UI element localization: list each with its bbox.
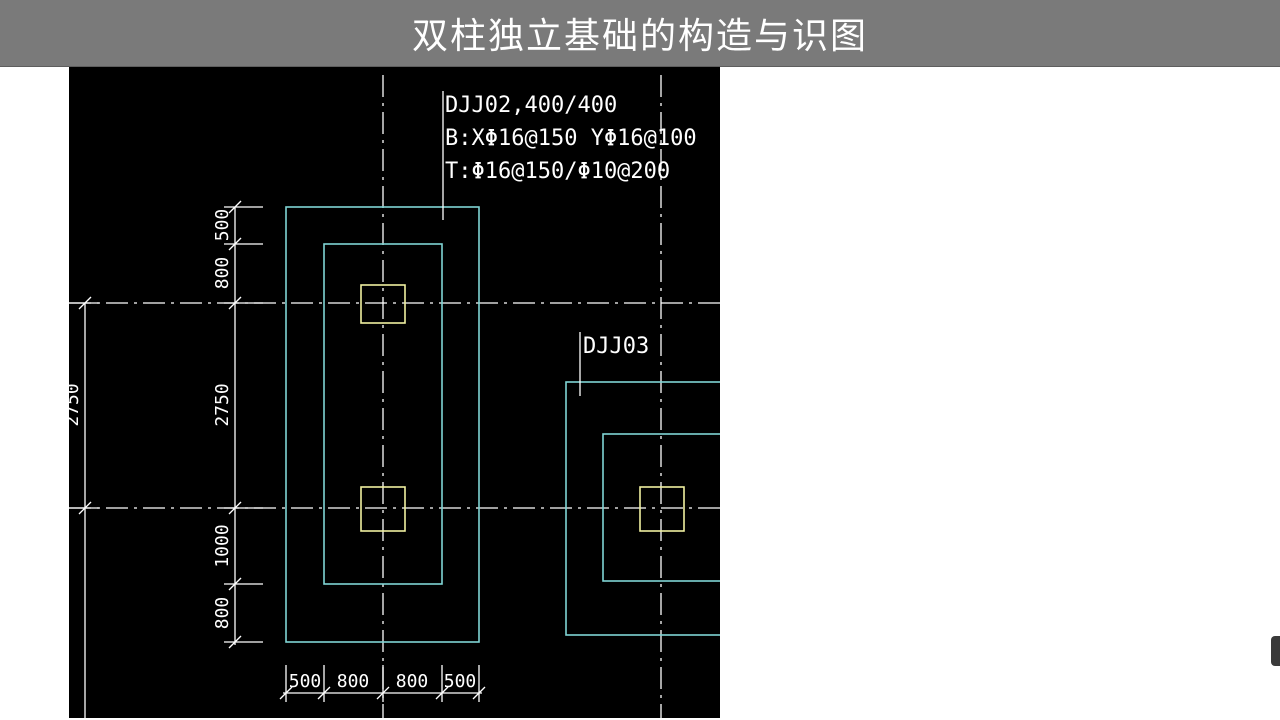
side-label: DJJ03 bbox=[583, 334, 649, 359]
columns bbox=[360, 284, 685, 532]
hdim-text-3: 800 bbox=[396, 671, 429, 692]
left-dim-tick-2 bbox=[78, 501, 92, 515]
left-dim-text: 2750 bbox=[69, 383, 83, 426]
vdim-text-1: 500 bbox=[212, 209, 233, 242]
left-dim bbox=[69, 296, 99, 718]
cad-drawing: DJJ02,400/400 B:XΦ16@150 YΦ16@100 T:Φ16@… bbox=[69, 67, 720, 718]
vdim-text-5: 800 bbox=[212, 597, 233, 630]
title-bar: 双柱独立基础的构造与识图 bbox=[0, 0, 1280, 67]
left-dim-tick-1 bbox=[78, 296, 92, 310]
axis-lines bbox=[69, 75, 720, 718]
hdim-text-2: 800 bbox=[337, 671, 370, 692]
vdim-tick-2 bbox=[228, 237, 242, 251]
leader-lines bbox=[442, 91, 581, 396]
vdim-text-2: 800 bbox=[212, 257, 233, 290]
vdim-tick-6 bbox=[228, 635, 242, 649]
vdim-text-4: 1000 bbox=[212, 524, 233, 567]
hdim-tick-3 bbox=[376, 686, 390, 700]
horizontal-dim-chain bbox=[279, 665, 486, 702]
vdim-text-3: 2750 bbox=[212, 383, 233, 426]
hdim-tick-2 bbox=[317, 686, 331, 700]
main-label-line2: B:XΦ16@150 YΦ16@100 bbox=[445, 126, 697, 151]
vdim-tick-3 bbox=[228, 296, 242, 310]
hdim-tick-1 bbox=[279, 686, 293, 700]
hdim-text-1: 500 bbox=[289, 671, 322, 692]
hdim-tick-5 bbox=[472, 686, 486, 700]
vertical-dim-chain bbox=[224, 200, 263, 649]
vdim-tick-1 bbox=[228, 200, 242, 214]
main-label-line3: T:Φ16@150/Φ10@200 bbox=[445, 159, 670, 184]
page-title: 双柱独立基础的构造与识图 bbox=[411, 16, 868, 57]
foundation-main-outer bbox=[285, 206, 480, 643]
foundation-main bbox=[285, 206, 480, 643]
cad-canvas: DJJ02,400/400 B:XΦ16@150 YΦ16@100 T:Φ16@… bbox=[69, 75, 720, 718]
foundation-main-inner bbox=[323, 243, 443, 585]
foundation-side-inner bbox=[602, 433, 720, 582]
column-top bbox=[360, 284, 406, 324]
foundation-side bbox=[565, 381, 720, 636]
vdim-tick-5 bbox=[228, 577, 242, 591]
hdim-text-4: 500 bbox=[444, 671, 477, 692]
edge-handle[interactable] bbox=[1271, 636, 1280, 666]
column-bottom bbox=[360, 486, 406, 532]
column-side bbox=[639, 486, 685, 532]
hdim-tick-4 bbox=[435, 686, 449, 700]
vdim-tick-4 bbox=[228, 501, 242, 515]
main-label-line1: DJJ02,400/400 bbox=[445, 93, 617, 118]
foundation-side-outer bbox=[565, 381, 720, 636]
